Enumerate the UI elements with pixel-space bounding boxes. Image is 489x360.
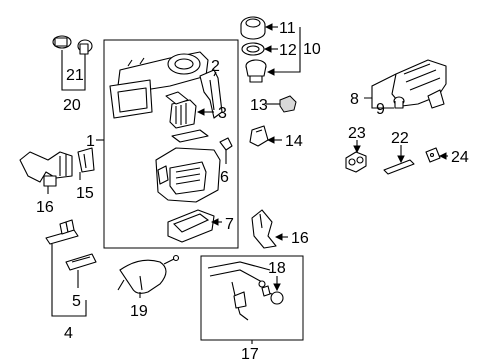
leader-2: [213, 71, 217, 77]
part-15-seal: [77, 147, 95, 173]
callout-6: 6: [220, 169, 229, 186]
leader-20: [61, 72, 86, 91]
part-18-cap: [261, 285, 284, 305]
part-6-clip: [219, 137, 233, 158]
callout-19: 19: [130, 303, 148, 320]
callout-9: 9: [376, 101, 385, 118]
callout-20: 20: [63, 97, 81, 114]
callout-12: 12: [279, 42, 297, 59]
leader-21: [61, 50, 86, 72]
callout-3: 3: [218, 105, 227, 122]
callout-14: 14: [285, 133, 303, 150]
part-7-tray: [167, 209, 215, 243]
callout-5: 5: [72, 293, 81, 310]
callout-16b: 16: [291, 230, 309, 247]
callout-24: 24: [451, 149, 469, 166]
part-4-heater-core: [45, 219, 79, 245]
part-valve: [245, 59, 267, 83]
part-21-connectors: [52, 35, 93, 55]
part-11-cap: [240, 16, 266, 40]
part-gasket: [171, 129, 209, 143]
leader-9: [371, 98, 394, 109]
callout-17: 17: [241, 346, 259, 360]
hose-assembly-frame: [200, 255, 304, 341]
callout-18: 18: [268, 260, 286, 277]
leader-8: [364, 73, 397, 99]
part-9-fitting: [393, 96, 405, 109]
part-8-duct: [391, 59, 447, 109]
part-16-left-duct: [19, 151, 73, 187]
part-3-core: [165, 91, 197, 129]
hvac-assembly-frame: [103, 39, 239, 249]
part-2-bracket: [199, 69, 223, 119]
part-lower-case: [155, 147, 221, 203]
part-17-hose: [207, 261, 271, 321]
part-24-clip: [425, 147, 441, 163]
part-5-seal: [65, 253, 97, 271]
part-19-hose: [117, 254, 180, 294]
callout-1: 1: [86, 133, 95, 150]
callout-4: 4: [64, 325, 73, 342]
part-23-grommet: [345, 151, 367, 173]
callout-13: 13: [250, 97, 268, 114]
callout-10: 10: [303, 41, 321, 58]
part-16-right-bracket: [251, 209, 277, 249]
part-blower-housing: [109, 51, 209, 119]
leader-4: [51, 244, 87, 317]
part-22-strip: [383, 159, 415, 175]
callout-11: 11: [279, 20, 296, 37]
callout-16a: 16: [36, 199, 54, 216]
part-12-ring: [241, 42, 265, 56]
callout-7: 7: [225, 216, 234, 233]
callout-23: 23: [348, 125, 366, 142]
callout-2: 2: [211, 58, 220, 75]
callout-21: 21: [66, 67, 84, 84]
part-13-clip: [279, 95, 297, 113]
callout-22: 22: [391, 130, 409, 147]
callout-15: 15: [76, 185, 94, 202]
callout-8: 8: [350, 91, 359, 108]
part-14-bracket: [249, 125, 269, 147]
